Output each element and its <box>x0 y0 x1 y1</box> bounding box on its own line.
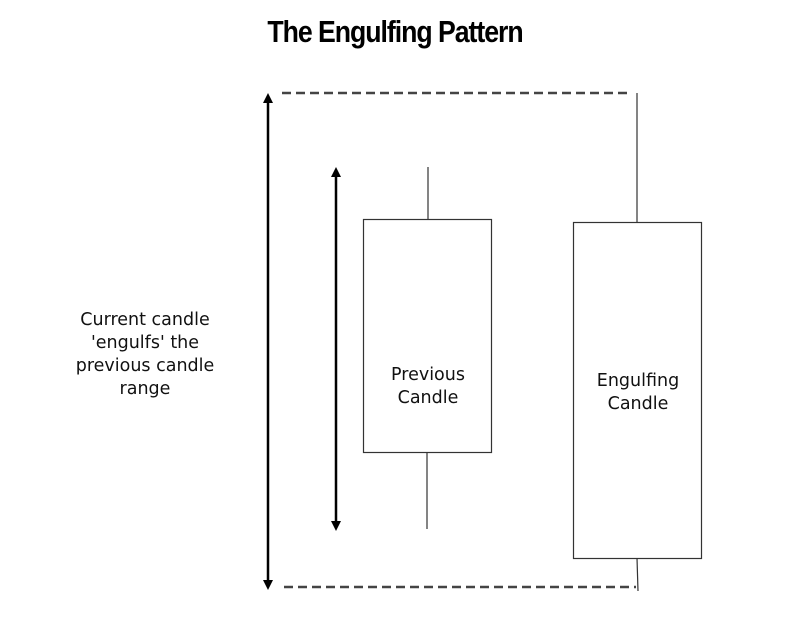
engulfing-candle-body <box>572 221 703 560</box>
engulfing-candle-label-line1: Engulfing <box>596 371 680 391</box>
previous-candle-label: Previous Candle <box>364 364 492 410</box>
diagram-title: The Engulfing Pattern <box>267 14 523 49</box>
engulfing-candle-label: Engulfing Candle <box>574 370 702 416</box>
engulfing-candle-lower-wick <box>636 557 639 592</box>
previous-candle-label-line1: Previous <box>391 365 465 385</box>
previous-candle <box>362 167 493 529</box>
engulf-explanation-text: Current candle 'engulfs' the previous ca… <box>75 310 215 399</box>
previous-candle-body <box>362 218 493 454</box>
previous-candle-label-line2: Candle <box>397 388 459 408</box>
engulfing-candle <box>572 93 703 592</box>
engulfing-candle-label-line2: Candle <box>607 394 669 414</box>
